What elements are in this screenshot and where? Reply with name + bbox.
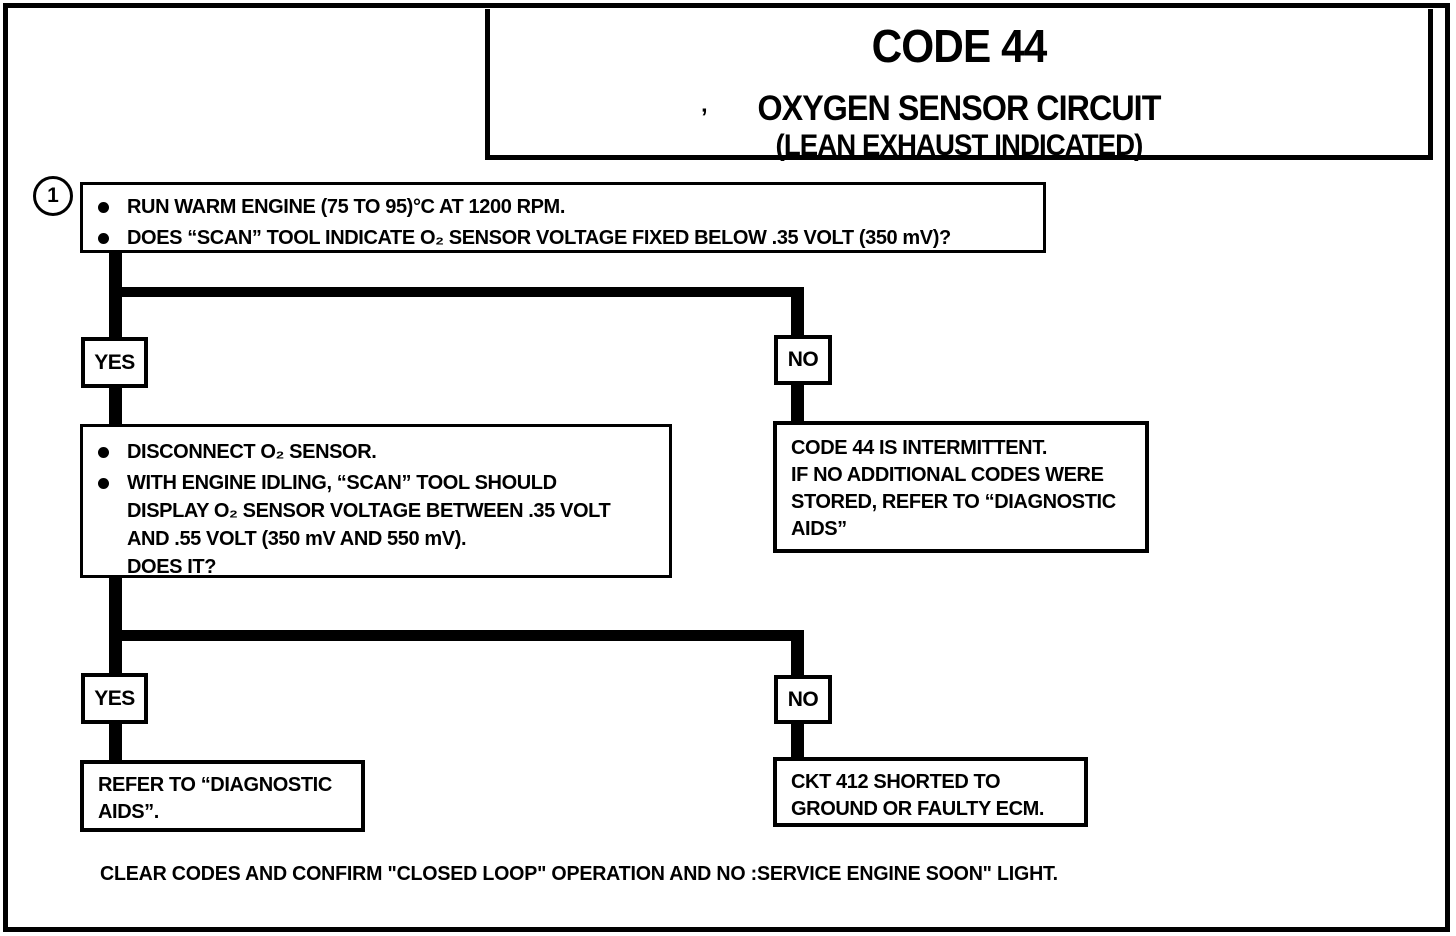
connector-yes2-to-refer [109, 724, 122, 760]
ckt-shorted-box: CKT 412 SHORTED TO GROUND OR FAULTY ECM. [773, 757, 1088, 827]
no-box-2: NO [774, 675, 832, 724]
connector-test-to-yes2 [109, 578, 122, 673]
connector-branch1-bar [109, 287, 804, 297]
intermittent-text: CODE 44 IS INTERMITTENT. IF NO ADDITIONA… [791, 437, 1116, 540]
yes-label-2: YES [94, 686, 135, 710]
step-circle: 1 [33, 176, 73, 216]
refer-aids-box: REFER TO “DIAGNOSTIC AIDS”. [80, 760, 365, 832]
no-label-2: NO [787, 687, 819, 711]
ckt-shorted-text: CKT 412 SHORTED TO GROUND OR FAULTY ECM. [791, 771, 1045, 820]
no-label-1: NO [787, 348, 819, 371]
scan-artifact-tick: ’ [701, 104, 708, 131]
connector-branch1-to-no1 [791, 287, 804, 335]
refer-aids-text: REFER TO “DIAGNOSTIC AIDS”. [98, 774, 332, 823]
intermittent-box: CODE 44 IS INTERMITTENT. IF NO ADDITIONA… [773, 421, 1149, 553]
start-bullet-1: RUN WARM ENGINE (75 TO 95)°C AT 1200 RPM… [83, 193, 1043, 221]
step-number: 1 [47, 184, 59, 207]
test-box: DISCONNECT O₂ SENSOR. WITH ENGINE IDLING… [80, 424, 672, 578]
start-bullet-2: DOES “SCAN” TOOL INDICATE O₂ SENSOR VOLT… [83, 224, 1043, 252]
connector-yes1-to-test [109, 388, 122, 424]
subtitle: OXYGEN SENSOR CIRCUIT [757, 89, 1162, 128]
yes-box-2: YES [81, 673, 148, 724]
start-box: RUN WARM ENGINE (75 TO 95)°C AT 1200 RPM… [80, 182, 1046, 253]
subtitle-qualifier: (LEAN EXHAUST INDICATED) [775, 129, 1144, 162]
connector-branch2-bar [109, 630, 804, 641]
title-box: CODE 44 OXYGEN SENSOR CIRCUIT (LEAN EXHA… [485, 9, 1433, 162]
test-bullet-2: WITH ENGINE IDLING, “SCAN” TOOL SHOULD D… [83, 469, 669, 581]
yes-box-1: YES [81, 337, 148, 388]
yes-label-1: YES [94, 350, 135, 374]
page-title: CODE 44 [871, 20, 1048, 72]
connector-no2-to-ckt [791, 724, 804, 757]
connector-branch2-to-no2 [791, 630, 804, 675]
no-box-1: NO [774, 335, 832, 385]
test-bullet-1: DISCONNECT O₂ SENSOR. [83, 438, 669, 466]
connector-no1-to-intermittent [791, 385, 804, 421]
outer-border [3, 3, 1450, 932]
footer-note: CLEAR CODES AND CONFIRM "CLOSED LOOP" OP… [100, 863, 1058, 885]
